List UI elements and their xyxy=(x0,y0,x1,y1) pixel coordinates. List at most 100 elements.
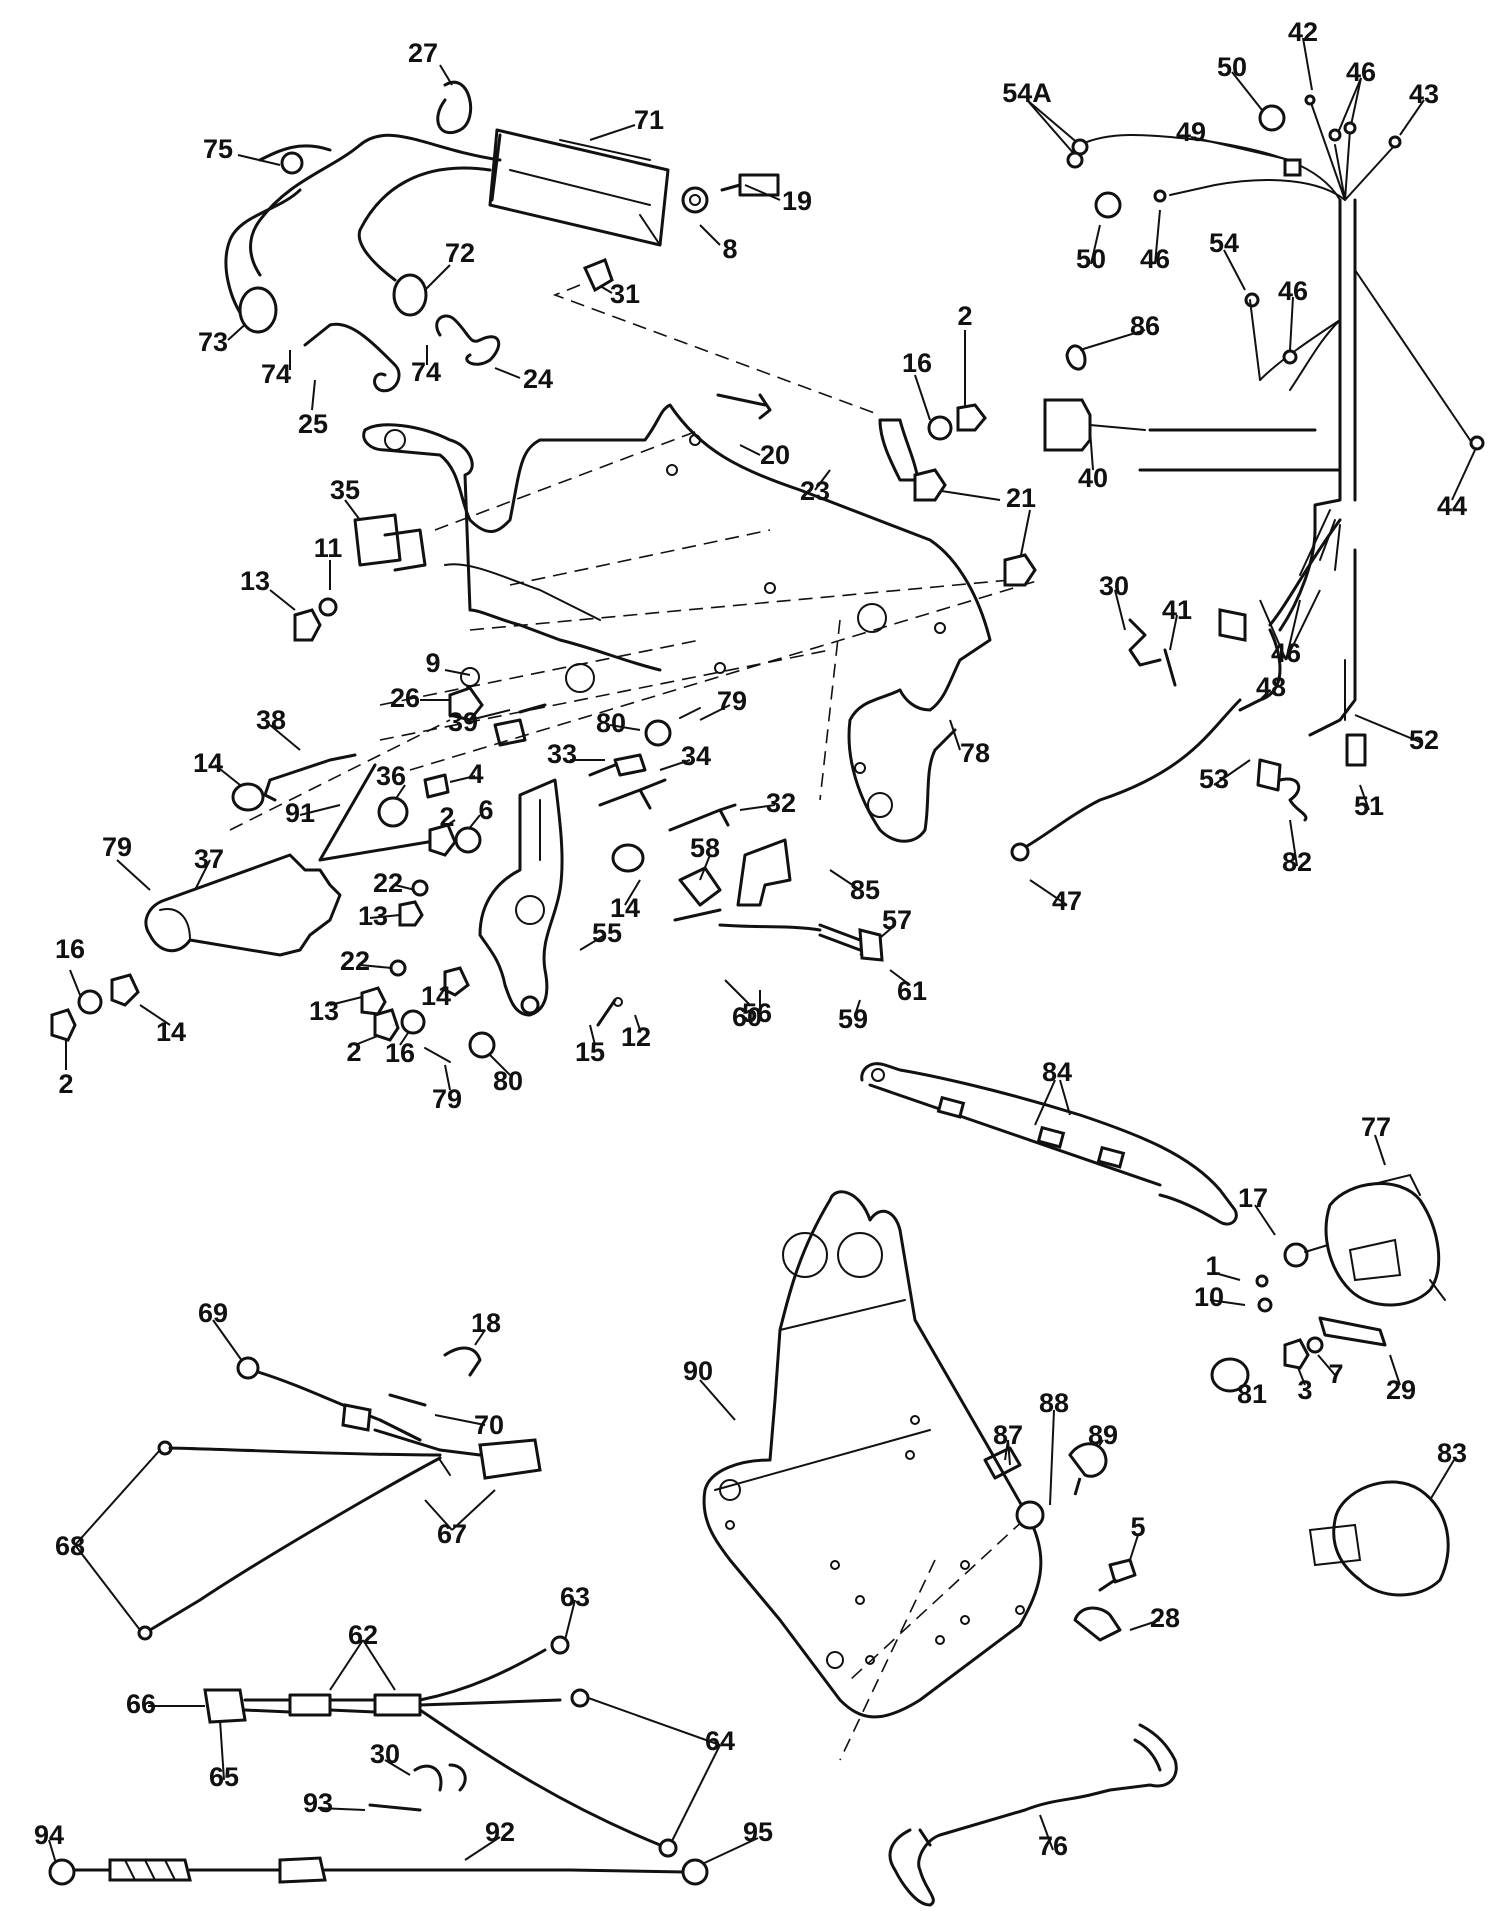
callout-c16a: 16 xyxy=(902,348,932,378)
washer-36 xyxy=(377,796,409,828)
spring-clip-25 xyxy=(303,322,401,393)
callout-c58: 58 xyxy=(690,833,720,863)
bushing-14b xyxy=(611,843,645,873)
callout-c95: 95 xyxy=(743,1817,773,1847)
nut-2b xyxy=(428,823,457,857)
callout-c48: 48 xyxy=(1256,672,1286,702)
terminal-95 xyxy=(681,1858,709,1886)
callout-c79b: 79 xyxy=(102,832,132,862)
callout-c42: 42 xyxy=(1288,17,1318,47)
callout-c77: 77 xyxy=(1361,1112,1391,1142)
callout-c32: 32 xyxy=(766,788,796,818)
callout-c57: 57 xyxy=(882,905,912,935)
lock-washer-88 xyxy=(1015,1500,1045,1530)
callout-c49: 49 xyxy=(1176,117,1206,147)
solenoid-77 xyxy=(1324,1182,1441,1307)
callout-c74b: 74 xyxy=(411,357,441,387)
terminal-63 xyxy=(550,1635,570,1655)
callout-labels: 1222234567891011121313131414141415161616… xyxy=(34,17,1467,1861)
link-91 xyxy=(318,763,442,862)
connector-73 xyxy=(238,286,278,334)
callout-c94: 94 xyxy=(34,1820,64,1850)
terminal-68b xyxy=(137,1625,153,1641)
callout-c2d: 2 xyxy=(58,1069,73,1099)
nut-21a xyxy=(913,468,947,502)
washer-7 xyxy=(1306,1336,1324,1354)
callout-c82: 82 xyxy=(1282,847,1312,877)
callout-c14c: 14 xyxy=(421,981,451,1011)
callout-c46d: 46 xyxy=(1271,638,1301,668)
callout-c17: 17 xyxy=(1238,1183,1268,1213)
callout-c2c: 2 xyxy=(346,1037,361,1067)
callout-c87: 87 xyxy=(993,1420,1023,1450)
callout-c13c: 13 xyxy=(309,996,339,1026)
stud-38 xyxy=(263,753,357,802)
connector-57 xyxy=(858,928,884,962)
callout-c8: 8 xyxy=(722,234,737,264)
clip-30a xyxy=(1128,618,1162,667)
main-wire-harness xyxy=(1010,94,1485,862)
nut-13c xyxy=(360,986,387,1016)
callout-c41: 41 xyxy=(1162,595,1192,625)
callout-c69: 69 xyxy=(198,1298,228,1328)
nut-13b xyxy=(398,900,424,927)
callout-c46a: 46 xyxy=(1346,57,1376,87)
solenoid-83 xyxy=(1332,1480,1450,1597)
callout-c24: 24 xyxy=(523,364,553,394)
washer-22a xyxy=(411,879,429,897)
callout-c93: 93 xyxy=(303,1788,333,1818)
callout-c1: 1 xyxy=(1205,1251,1220,1281)
callout-c79c: 79 xyxy=(432,1084,462,1114)
callout-c85: 85 xyxy=(850,875,880,905)
nut-3 xyxy=(1283,1338,1310,1370)
callout-c64: 64 xyxy=(705,1726,735,1756)
callout-c40: 40 xyxy=(1078,463,1108,493)
screw-89 xyxy=(1068,1442,1108,1496)
callout-c56: 56 xyxy=(742,998,772,1028)
power-pack-harness xyxy=(224,80,670,393)
bushing-14a xyxy=(231,782,265,812)
callout-c13b: 13 xyxy=(358,901,388,931)
callout-c59: 59 xyxy=(838,1004,868,1034)
callout-c13a: 13 xyxy=(240,566,270,596)
nut-21b xyxy=(1003,553,1037,587)
callout-c46c: 46 xyxy=(1278,276,1308,306)
callout-c76: 76 xyxy=(1038,1831,1068,1861)
washer-11 xyxy=(318,597,338,617)
connector-66 xyxy=(203,1688,247,1724)
nut-2d xyxy=(50,1008,77,1042)
callout-c31: 31 xyxy=(610,279,640,309)
callout-c7: 7 xyxy=(1328,1359,1343,1389)
bracket-85 xyxy=(736,838,792,907)
screw-20 xyxy=(716,393,772,420)
terminal-64a xyxy=(570,1688,590,1708)
callout-c36: 36 xyxy=(376,761,406,791)
callout-c73: 73 xyxy=(198,327,228,357)
washer-16c xyxy=(77,989,103,1015)
callout-c29: 29 xyxy=(1386,1375,1416,1405)
washer-22b xyxy=(389,959,407,977)
callout-c89: 89 xyxy=(1088,1420,1118,1450)
callout-c54a: 54A xyxy=(1002,78,1052,108)
washer-6 xyxy=(454,826,482,854)
callout-c63: 63 xyxy=(560,1582,590,1612)
fuse-holder-48 xyxy=(1238,628,1282,712)
callout-c10: 10 xyxy=(1194,1282,1224,1312)
ground-strap-76 xyxy=(888,1723,1178,1907)
terminal-44 xyxy=(1469,435,1485,451)
cotter-79a xyxy=(679,707,701,719)
callout-c53: 53 xyxy=(1199,764,1229,794)
terminal-51 xyxy=(1345,733,1367,767)
terminal-69 xyxy=(236,1356,260,1380)
clamp-23 xyxy=(878,418,920,482)
callout-c43: 43 xyxy=(1409,79,1439,109)
callout-c68: 68 xyxy=(55,1531,85,1561)
callout-c83: 83 xyxy=(1437,1438,1467,1468)
ground-lead-92 xyxy=(48,1856,709,1886)
callout-c61: 61 xyxy=(897,976,927,1006)
bolt-19 xyxy=(720,173,780,197)
spring-clip-24 xyxy=(435,314,501,366)
washer-16b xyxy=(400,1009,426,1035)
callout-c46b: 46 xyxy=(1140,244,1170,274)
wire-harness-main xyxy=(249,133,502,277)
